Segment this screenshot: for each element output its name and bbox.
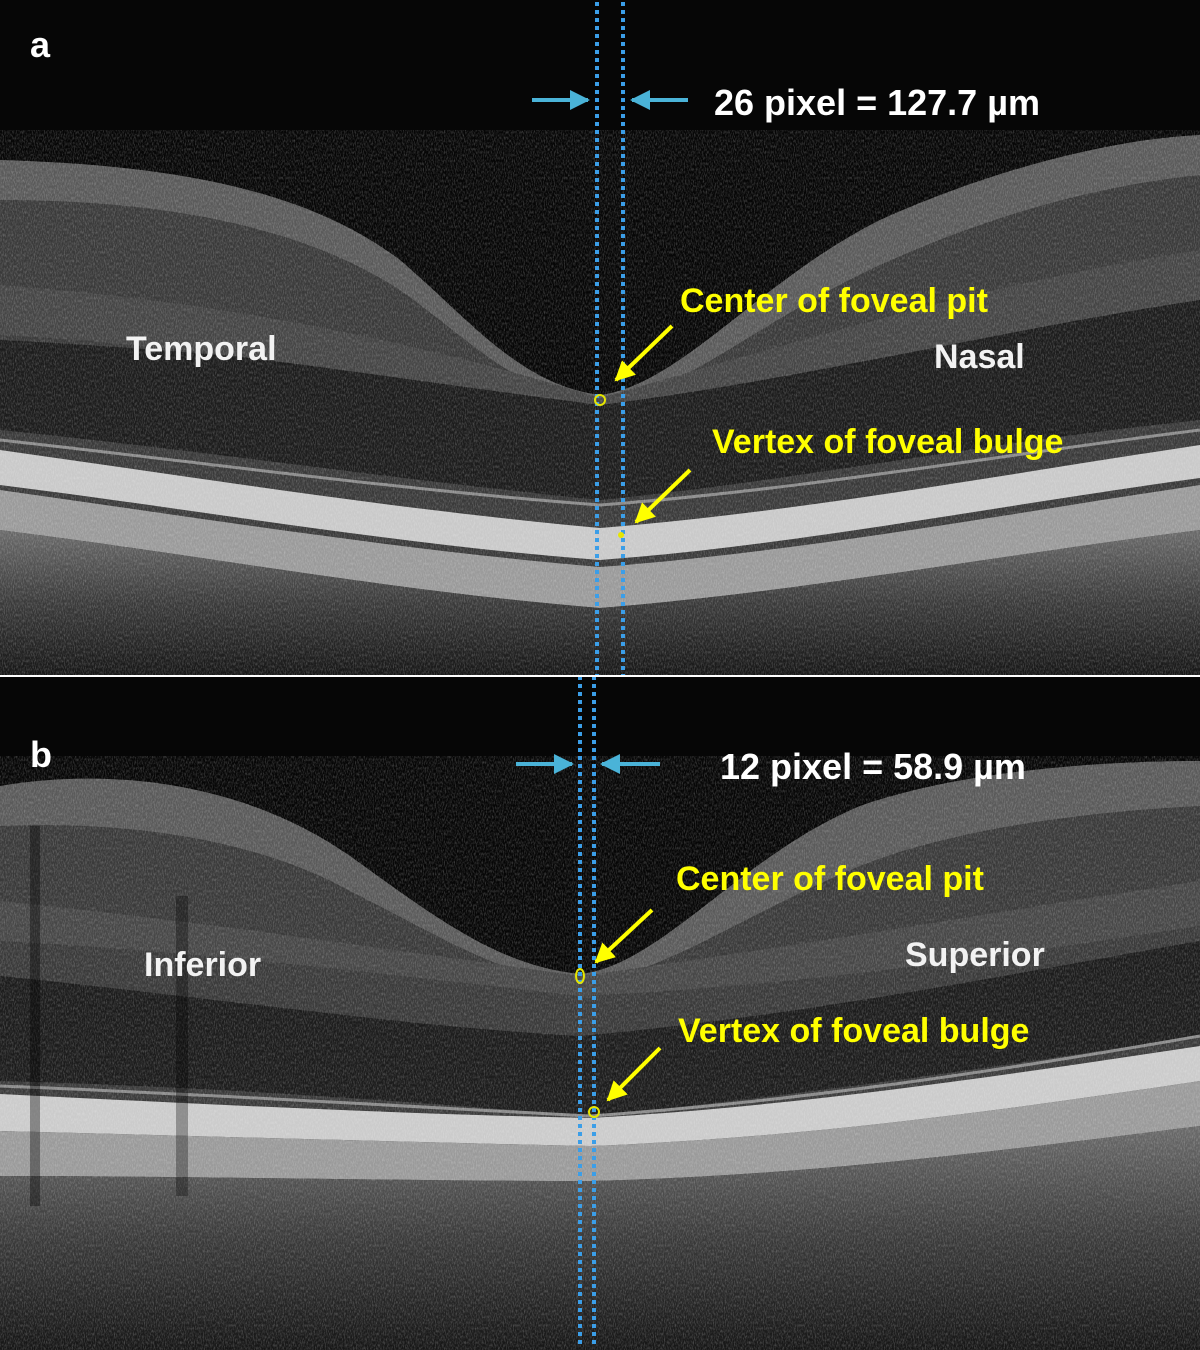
oct-bscan-image-b [0,676,1200,1350]
annotation-foveal-pit-a: Center of foveal pit [680,282,988,320]
oct-scan-panel-a: a 26 pixel = 127.7 µm Temporal Nasal Cen… [0,0,1200,676]
region-label-temporal: Temporal [126,330,277,368]
panel-label-b: b [30,734,52,775]
region-label-nasal: Nasal [934,338,1025,376]
region-label-inferior: Inferior [144,946,262,984]
oct-scan-panel-b: b 12 pixel = 58.9 µm Inferior Superior C… [0,676,1200,1350]
measurement-text-b: 12 pixel = 58.9 µm [720,746,1026,787]
annotation-foveal-bulge-a: Vertex of foveal bulge [712,423,1064,461]
region-label-superior: Superior [905,936,1045,974]
panel-label-a: a [30,24,51,65]
annotation-foveal-bulge-b: Vertex of foveal bulge [678,1012,1030,1050]
annotation-foveal-pit-b: Center of foveal pit [676,860,984,898]
measurement-text-a: 26 pixel = 127.7 µm [714,82,1040,123]
